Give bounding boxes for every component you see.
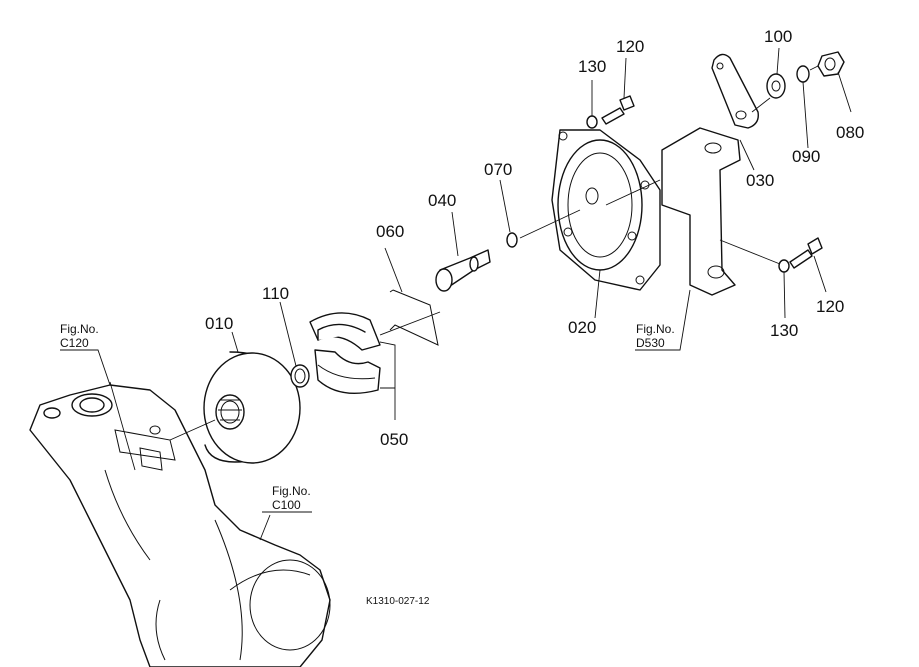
part-100-washer (766, 73, 786, 99)
part-080-nut (817, 51, 845, 77)
callout-060: 060 (376, 222, 404, 241)
d530-bracket (661, 127, 741, 296)
part-060-spring (389, 289, 439, 346)
fig-ref-d530-label: Fig.No. (636, 322, 675, 336)
fig-ref-c120-label: Fig.No. (60, 322, 99, 336)
part-130-washer-top (586, 115, 598, 129)
fig-ref-c100-code: C100 (272, 498, 301, 512)
assembly-center-lines (109, 65, 819, 471)
part-110-snap-ring (290, 364, 310, 388)
part-120-bolt-top (601, 95, 635, 125)
drawing-code: K1310-027-12 (366, 596, 430, 607)
callout-070: 070 (484, 160, 512, 179)
callout-leaders (60, 47, 852, 541)
part-130-washer-right (778, 259, 790, 273)
callout-010: 010 (205, 314, 233, 333)
part-020-cover (551, 129, 661, 291)
part-090-lock-washer (796, 65, 810, 83)
callout-030: 030 (746, 171, 774, 190)
callout-100: 100 (764, 27, 792, 46)
part-040-pin (435, 249, 491, 292)
callout-labels: 010 020 030 040 050 060 070 080 090 100 … (205, 27, 864, 449)
part-070-o-ring (506, 232, 518, 248)
figure-references: Fig.No. C120 Fig.No. C100 Fig.No. D530 (60, 322, 675, 512)
callout-120-right: 120 (816, 297, 844, 316)
part-010-drum (203, 351, 301, 464)
callout-130-right: 130 (770, 321, 798, 340)
part-030-lever (711, 53, 759, 129)
part-050-brake-shoes (309, 312, 381, 395)
callout-120-top: 120 (616, 37, 644, 56)
fig-ref-c120-code: C120 (60, 336, 89, 350)
part-120-bolt-right (789, 237, 823, 269)
fig-ref-c100-label: Fig.No. (272, 484, 311, 498)
callout-110: 110 (262, 284, 289, 303)
fig-ref-d530-code: D530 (636, 336, 665, 350)
callout-090: 090 (792, 147, 820, 166)
callout-040: 040 (428, 191, 456, 210)
callout-050: 050 (380, 430, 408, 449)
callout-080: 080 (836, 123, 864, 142)
callout-020: 020 (568, 318, 596, 337)
callout-130-top: 130 (578, 57, 606, 76)
main-housing (29, 384, 331, 667)
